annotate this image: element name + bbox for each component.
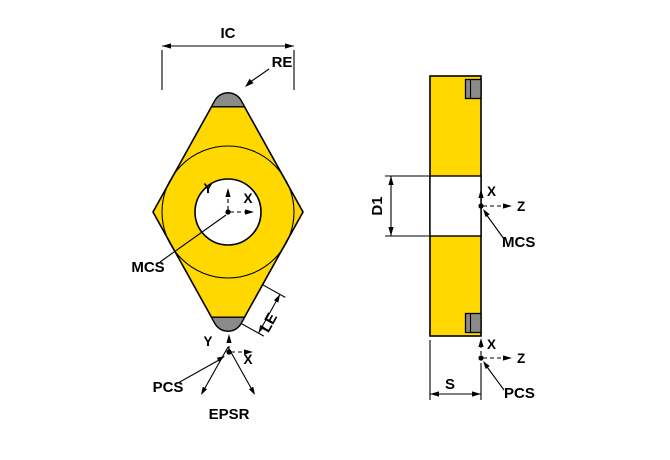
- inscribed-circle: [161, 145, 295, 279]
- side-mcs-leader-arrow: [483, 209, 490, 217]
- re-leader-arrow: [245, 78, 254, 87]
- re-leader-line: [250, 68, 270, 82]
- epsr-arrow-right: [248, 386, 255, 395]
- side-pcs-x-axis-arrow: [478, 338, 484, 347]
- pcs-label: PCS: [153, 379, 184, 396]
- le-extension-line-lower: [240, 322, 265, 337]
- side-tip-top-rect: [464, 78, 482, 100]
- side-corner-tip-top: [464, 78, 482, 100]
- ic-dimension: IC: [161, 25, 295, 90]
- side-mcs-leader-line: [486, 215, 505, 240]
- side-mcs: X Z MCS: [478, 184, 535, 251]
- side-mcs-origin-dot: [478, 203, 484, 209]
- side-mcs-z-axis-label: Z: [517, 199, 525, 214]
- d1-arrow-top: [388, 176, 394, 185]
- side-mcs-x-axis-arrow: [478, 189, 484, 198]
- side-pcs-origin-dot: [478, 355, 484, 361]
- epsr-angle: EPSR: [201, 346, 255, 423]
- front-mcs: Y X MCS: [131, 181, 254, 276]
- d1-dimension: D1: [369, 175, 429, 237]
- side-pcs-z-axis-arrow: [503, 355, 512, 361]
- pcs-y-axis-label: Y: [203, 334, 212, 349]
- re-label: RE: [272, 54, 293, 71]
- mcs-label: MCS: [131, 259, 164, 276]
- ic-arrow-left: [162, 43, 171, 49]
- side-tip-bottom-rect: [464, 312, 482, 334]
- s-dimension-label: S: [445, 376, 455, 393]
- d1-dimension-label: D1: [369, 196, 386, 215]
- le-dimension-label: LE: [257, 310, 281, 335]
- mcs-x-axis-arrow: [245, 209, 254, 215]
- re-callout: RE: [245, 54, 292, 87]
- side-mcs-z-axis-arrow: [503, 203, 512, 209]
- epsr-label: EPSR: [209, 406, 250, 423]
- mcs-y-axis-label: Y: [203, 181, 212, 196]
- s-arrow-right: [472, 391, 481, 397]
- pcs-x-axis-arrow: [244, 349, 253, 355]
- side-corner-tip-bottom: [464, 312, 482, 334]
- pcs-x-axis-label: X: [243, 352, 252, 367]
- s-arrow-left: [430, 391, 439, 397]
- pcs-leader-line: [177, 359, 220, 384]
- le-arrow-lower: [258, 324, 265, 334]
- d1-arrow-bottom: [388, 227, 394, 236]
- mcs-y-axis-arrow: [225, 188, 231, 197]
- ic-arrow-right: [285, 43, 294, 49]
- side-pcs-z-axis-label: Z: [517, 351, 525, 366]
- mcs-origin-dot: [225, 209, 231, 215]
- epsr-arrow-left: [201, 386, 208, 395]
- side-pcs-label: PCS: [504, 385, 535, 402]
- mcs-x-axis-label: X: [243, 191, 252, 206]
- side-pcs-leader-line: [487, 367, 505, 391]
- side-mcs-label: MCS: [502, 234, 535, 251]
- corner-radius-tip-bottom: [210, 316, 246, 332]
- le-arrow-upper: [273, 294, 280, 303]
- pcs-y-axis-arrow: [226, 334, 232, 343]
- hole-band: [429, 175, 482, 237]
- ic-dimension-label: IC: [221, 25, 236, 42]
- side-pcs-leader-arrow: [483, 361, 490, 369]
- epsr-line-right: [227, 346, 254, 392]
- side-pcs: X Z PCS: [478, 337, 535, 402]
- s-dimension: S: [429, 340, 482, 400]
- side-pcs-x-axis-label: X: [487, 337, 496, 352]
- corner-radius-tip-top: [210, 92, 246, 108]
- front-view: IC RE Y X MCS Y X: [131, 25, 304, 423]
- epsr-line-left: [202, 346, 229, 392]
- mcs-leader-line: [159, 214, 227, 263]
- le-extension-line-upper: [262, 284, 286, 298]
- side-view: D1 X Z MCS X Z PCS: [369, 75, 535, 402]
- side-mcs-x-axis-label: X: [487, 184, 496, 199]
